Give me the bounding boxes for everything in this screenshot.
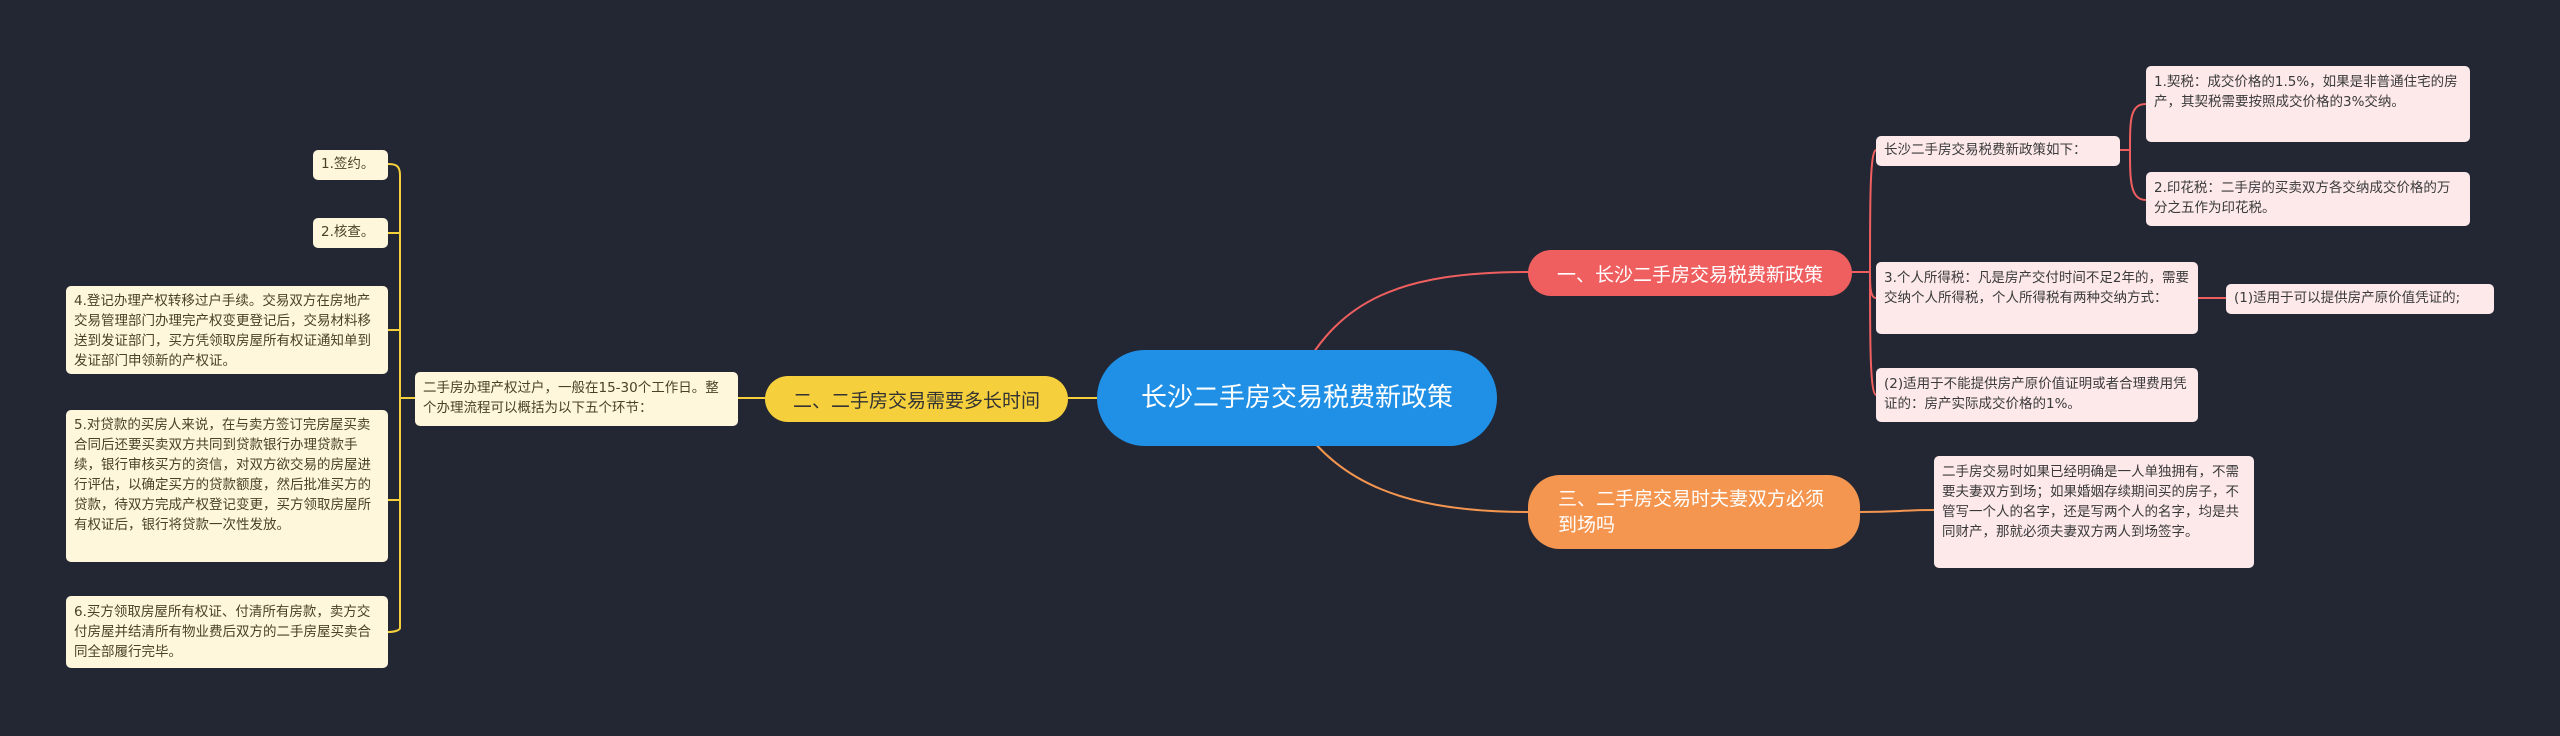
root-topic-label: 长沙二手房交易税费新政策 bbox=[1140, 383, 1453, 413]
step-complete-node[interactable]: 6.买方领取房屋所有权证、付清所有房款，卖方交付房屋并结清所有物业费后双方的二手… bbox=[66, 596, 388, 668]
duration-summary-node[interactable]: 二手房办理产权过户，一般在15-30个工作日。整个办理流程可以概括为以下五个环节… bbox=[415, 372, 738, 426]
income-tax-text: 3.个人所得税：凡是房产交付时间不足2年的，需要交纳个人所得税，个人所得税有两种… bbox=[1884, 270, 2189, 306]
root-topic[interactable]: 长沙二手房交易税费新政策 bbox=[1097, 350, 1497, 446]
link-root-branch1 bbox=[1299, 271, 1529, 376]
income-tax-node[interactable]: 3.个人所得税：凡是房产交付时间不足2年的，需要交纳个人所得税，个人所得税有两种… bbox=[1876, 262, 2198, 334]
branch-tax-policy[interactable]: 一、长沙二手房交易税费新政策 bbox=[1528, 250, 1852, 296]
step-sign-text: 1.签约。 bbox=[321, 156, 375, 172]
couple-presence-detail-node[interactable]: 二手房交易时如果已经明确是一人单独拥有，不需要夫妻双方到场；如果婚姻存续期间买的… bbox=[1934, 456, 2254, 568]
step-sign-node[interactable]: 1.签约。 bbox=[313, 150, 388, 180]
income-tax-option-2-text: (2)适用于不能提供房产原价值证明或者合理费用凭证的：房产实际成交价格的1%。 bbox=[1884, 376, 2187, 412]
stamp-tax-text: 2.印花税：二手房的买卖双方各交纳成交价格的万分之五作为印花税。 bbox=[2154, 180, 2451, 216]
branch-couple-presence[interactable]: 三、二手房交易时夫妻双方必须到场吗 bbox=[1528, 475, 1860, 549]
deed-tax-node[interactable]: 1.契税：成交价格的1.5%，如果是非普通住宅的房产，其契税需要按照成交价格的3… bbox=[2146, 66, 2470, 142]
branch-tax-policy-label: 一、长沙二手房交易税费新政策 bbox=[1556, 263, 1823, 286]
step-transfer-text: 4.登记办理产权转移过户手续。交易双方在房地产交易管理部门办理完产权变更登记后，… bbox=[74, 293, 371, 369]
link-branch1-children bbox=[1852, 149, 1877, 396]
income-tax-option-1-node[interactable]: (1)适用于可以提供房产原价值凭证的; bbox=[2226, 284, 2494, 314]
duration-summary-text: 二手房办理产权过户，一般在15-30个工作日。整个办理流程可以概括为以下五个环节… bbox=[423, 380, 719, 416]
step-verify-node[interactable]: 2.核查。 bbox=[313, 218, 388, 248]
branch-transaction-duration-label: 二、二手房交易需要多长时间 bbox=[792, 389, 1040, 412]
branch-couple-presence-label: 三、二手房交易时夫妻双方必须到场吗 bbox=[1558, 488, 1825, 536]
branch-transaction-duration[interactable]: 二、二手房交易需要多长时间 bbox=[765, 376, 1068, 422]
link-branch3-detail bbox=[1859, 509, 1935, 513]
step-verify-text: 2.核查。 bbox=[321, 224, 375, 240]
step-loan-node[interactable]: 5.对贷款的买房人来说，在与卖方签订完房屋买卖合同后还要买卖双方共同到贷款银行办… bbox=[66, 410, 388, 562]
tax-intro-text: 长沙二手房交易税费新政策如下： bbox=[1884, 142, 2087, 158]
link-summary-steps bbox=[387, 163, 415, 633]
link-intro-taxes bbox=[2120, 103, 2147, 201]
tax-intro-node[interactable]: 长沙二手房交易税费新政策如下： bbox=[1876, 136, 2120, 166]
income-tax-option-1-text: (1)适用于可以提供房产原价值凭证的; bbox=[2234, 290, 2461, 306]
step-transfer-node[interactable]: 4.登记办理产权转移过户手续。交易双方在房地产交易管理部门办理完产权变更登记后，… bbox=[66, 286, 388, 374]
deed-tax-text: 1.契税：成交价格的1.5%，如果是非普通住宅的房产，其契税需要按照成交价格的3… bbox=[2154, 74, 2458, 110]
step-loan-text: 5.对贷款的买房人来说，在与卖方签订完房屋买卖合同后还要买卖双方共同到贷款银行办… bbox=[74, 417, 371, 533]
stamp-tax-node[interactable]: 2.印花税：二手房的买卖双方各交纳成交价格的万分之五作为印花税。 bbox=[2146, 172, 2470, 226]
step-complete-text: 6.买方领取房屋所有权证、付清所有房款，卖方交付房屋并结清所有物业费后双方的二手… bbox=[74, 604, 371, 660]
income-tax-option-2-node[interactable]: (2)适用于不能提供房产原价值证明或者合理费用凭证的：房产实际成交价格的1%。 bbox=[1876, 368, 2198, 422]
couple-presence-detail-text: 二手房交易时如果已经明确是一人单独拥有，不需要夫妻双方到场；如果婚姻存续期间买的… bbox=[1942, 464, 2239, 540]
